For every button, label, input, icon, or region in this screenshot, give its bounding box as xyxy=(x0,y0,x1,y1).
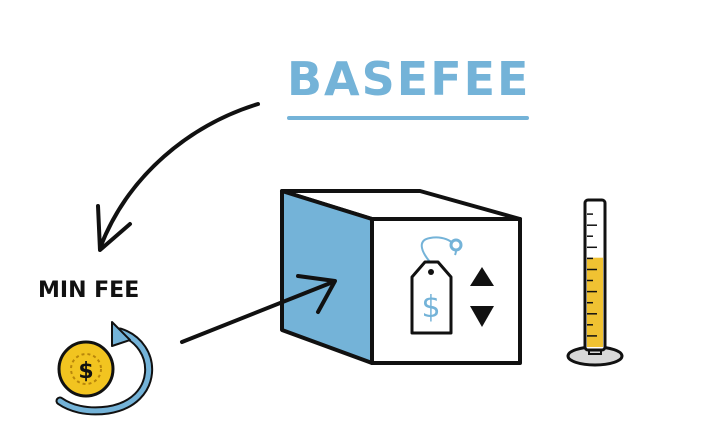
min-fee-label: MIN FEE xyxy=(38,278,140,303)
tag-dollar-sign: $ xyxy=(421,290,440,325)
curved-arrow-icon xyxy=(96,102,260,252)
up-down-triangle-icon xyxy=(470,267,494,327)
title-underline xyxy=(287,116,529,120)
basefee-title: BASEFEE xyxy=(287,52,531,106)
coin-dollar-sign: $ xyxy=(78,359,93,384)
price-tag-icon: $ xyxy=(410,236,463,335)
straight-arrow-icon xyxy=(180,274,337,344)
graduated-cylinder-icon xyxy=(566,198,624,367)
coin-refresh-icon: $ xyxy=(55,321,154,416)
